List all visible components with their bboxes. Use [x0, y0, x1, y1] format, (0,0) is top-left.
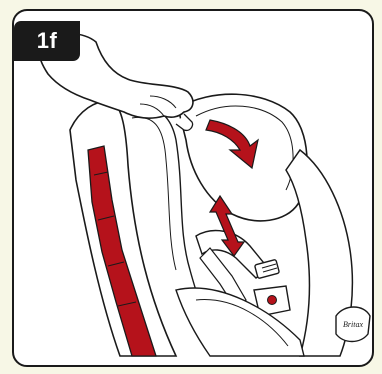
step-number-badge: 1f — [14, 21, 80, 61]
britax-seal-text: Britax — [343, 320, 363, 329]
britax-seal-icon: Britax — [336, 307, 370, 342]
release-button — [268, 296, 277, 305]
